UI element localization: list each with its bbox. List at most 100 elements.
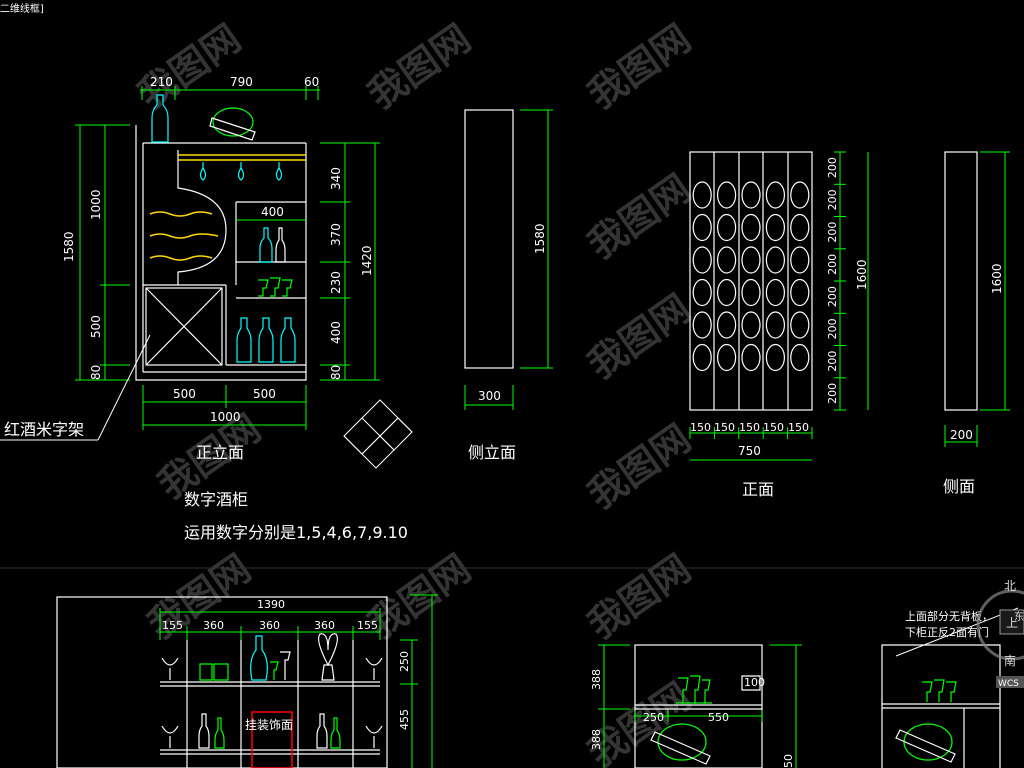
bottle-hole — [765, 278, 786, 307]
bottle-hole — [765, 213, 786, 242]
bottle-hole — [741, 278, 761, 307]
dim-text: 200 — [826, 318, 839, 339]
notes-numbers: 运用数字分别是1,5,4,6,7,9.10 — [184, 523, 408, 542]
dim-text: 500 — [89, 315, 103, 338]
compass-north[interactable]: 北 — [1004, 579, 1016, 593]
bottle-hole — [692, 213, 712, 242]
dim-text: 1600 — [855, 259, 869, 290]
dim-text: 388 — [590, 729, 603, 750]
dim-text: 1580 — [533, 223, 547, 254]
bottom-right-note: 上面部分无背板， 下柜正反2面有门 — [895, 607, 1019, 657]
compass-ring[interactable] — [976, 589, 1024, 661]
dim-text: 150 — [788, 421, 809, 434]
dim-text: 400 — [261, 205, 284, 219]
tilted-bottle-icon — [895, 729, 956, 763]
x-rack-diagonal — [145, 287, 223, 366]
dim-text: 200 — [826, 383, 839, 404]
viewcube-face[interactable] — [999, 609, 1024, 635]
leader-line — [97, 334, 151, 441]
dim-text: 200 — [950, 428, 973, 442]
bottle-hole — [716, 311, 737, 339]
dim-text: 150 — [690, 421, 711, 434]
decor-panel — [251, 711, 293, 768]
bottle-icon — [151, 94, 169, 143]
dim-text: 360 — [203, 619, 224, 632]
inner-curve — [235, 201, 306, 285]
bottom-left-dimensions — [159, 594, 438, 768]
dim-text: 100 — [744, 676, 765, 689]
dim-text: 370 — [329, 223, 343, 246]
bottle-icon — [258, 317, 274, 363]
viewport-tab-label[interactable]: [二维线框] — [0, 2, 44, 15]
dim-text: 155 — [357, 619, 378, 632]
bottom-right-cabinet — [634, 644, 1001, 768]
bottle-hole — [741, 311, 761, 339]
note-line: 上面部分无背板， — [905, 609, 993, 623]
bottle-hole — [790, 213, 810, 242]
glass-icon — [282, 279, 293, 297]
wcs-label[interactable]: WCS — [998, 679, 1019, 689]
glass-icon — [270, 661, 279, 680]
glass-icon — [270, 277, 281, 297]
bottom-right-items — [650, 675, 957, 765]
bowl-icon — [212, 107, 254, 137]
note-line: 下柜正反2面有门 — [905, 625, 989, 639]
dim-text: 1000 — [89, 189, 103, 220]
bottle-icon — [236, 317, 252, 363]
rack-side: 1600 200 侧面 — [943, 151, 1010, 496]
bottle-icon — [275, 227, 286, 263]
bottle-hole — [692, 246, 712, 274]
plant-icon — [318, 633, 338, 681]
dim-text: 360 — [314, 619, 335, 632]
dim-text: 200 — [826, 189, 839, 210]
hanging-glasses — [199, 162, 283, 181]
dim-text: 1600 — [990, 263, 1004, 294]
viewcube-compass[interactable]: 北 上 东 南 WCS — [976, 579, 1024, 689]
rack-ticks — [689, 151, 846, 439]
shelf-bottles — [236, 227, 296, 363]
dim-text: 1390 — [257, 598, 285, 611]
bottle-hole — [692, 181, 712, 209]
tilted-bottle-icon — [209, 117, 256, 141]
bottle-hole — [716, 181, 737, 209]
bottle-hole — [765, 246, 786, 274]
front-title: 正立面 — [196, 443, 244, 462]
rack-column-labels: 150 150 150 150 150 — [690, 421, 809, 434]
top-decor — [151, 94, 256, 143]
glasses-icon — [676, 675, 712, 704]
dim-text: 1420 — [360, 245, 374, 276]
dim-text: 1000 — [210, 410, 241, 424]
bottle-hole — [716, 213, 737, 242]
diamond-lattice — [343, 399, 413, 469]
bottle-hole — [765, 181, 786, 209]
dim-text: 200 — [826, 351, 839, 372]
dim-text: 455 — [398, 709, 411, 730]
bottle-hole — [741, 213, 761, 242]
dim-text: 500 — [253, 387, 276, 401]
bottle-hole — [692, 343, 712, 372]
callout: 红酒米字架 — [0, 334, 151, 441]
bottle-hole — [716, 246, 737, 274]
bowl-icon — [657, 723, 707, 761]
compass-east[interactable]: 东 — [1014, 610, 1024, 623]
viewcube-top-label[interactable]: 上 — [1006, 616, 1018, 630]
bottle-hole — [741, 181, 761, 209]
rack-outline — [689, 151, 813, 411]
dim-text: 50 — [782, 754, 795, 768]
compass-south[interactable]: 南 — [1004, 653, 1016, 668]
bottle-hole — [692, 311, 712, 339]
bottle-icon — [280, 317, 296, 363]
x-rack-box — [145, 287, 223, 366]
bottom-left-dim-text: 1390 155 360 360 360 155 250 455 — [162, 598, 411, 730]
cabinet-box — [881, 644, 1001, 768]
glass-icon — [365, 657, 383, 680]
watermark: 我图网 — [130, 16, 249, 117]
wine-glass-icon — [237, 162, 245, 181]
watermark: 我图网 — [580, 16, 699, 117]
watermark: 我图网 — [580, 286, 699, 387]
wcs-badge[interactable] — [996, 676, 1024, 688]
wine-arc — [177, 150, 227, 285]
notes-heading: 数字酒柜 — [184, 490, 248, 509]
front-dim-text: 210 790 60 1580 1000 500 80 340 370 230 … — [62, 75, 374, 424]
